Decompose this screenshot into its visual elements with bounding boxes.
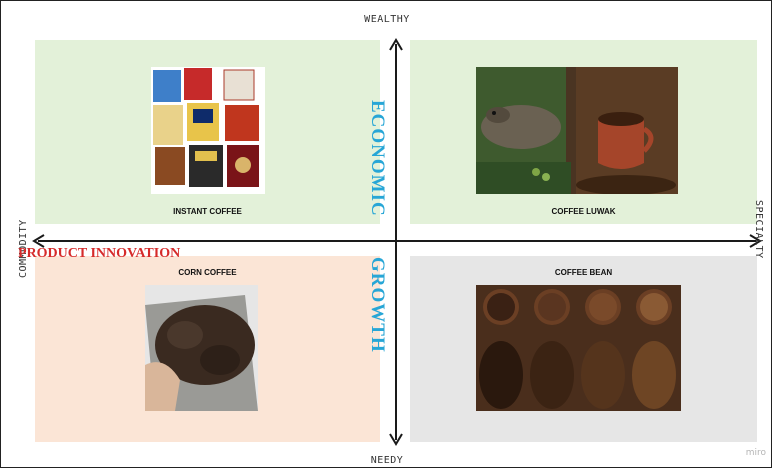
product-innovation-label: PRODUCT INNOVATION bbox=[18, 246, 181, 261]
growth-label: GROWTH bbox=[367, 257, 388, 353]
corn-coffee-image bbox=[145, 285, 258, 411]
arrow-down-icon bbox=[389, 433, 403, 446]
coffee-bean-image bbox=[476, 285, 681, 411]
coffee-luwak-image bbox=[476, 67, 678, 194]
caption-coffee-luwak: COFFEE LUWAK bbox=[551, 207, 616, 216]
caption-corn-coffee: CORN COFFEE bbox=[178, 268, 237, 277]
miro-watermark: miro bbox=[745, 448, 766, 458]
caption-instant-coffee: INSTANT COFFEE bbox=[173, 207, 242, 216]
axis-label-top: WEALTHY bbox=[364, 14, 410, 25]
arrow-up-icon bbox=[389, 38, 403, 51]
arrow-left-icon bbox=[32, 234, 45, 248]
economic-label: ECONOMIC bbox=[367, 100, 388, 217]
caption-coffee-bean: COFFEE BEAN bbox=[554, 268, 613, 277]
axis-label-bottom: NEEDY bbox=[370, 455, 404, 466]
arrow-right-icon bbox=[749, 234, 762, 248]
instant-coffee-image bbox=[151, 67, 265, 194]
